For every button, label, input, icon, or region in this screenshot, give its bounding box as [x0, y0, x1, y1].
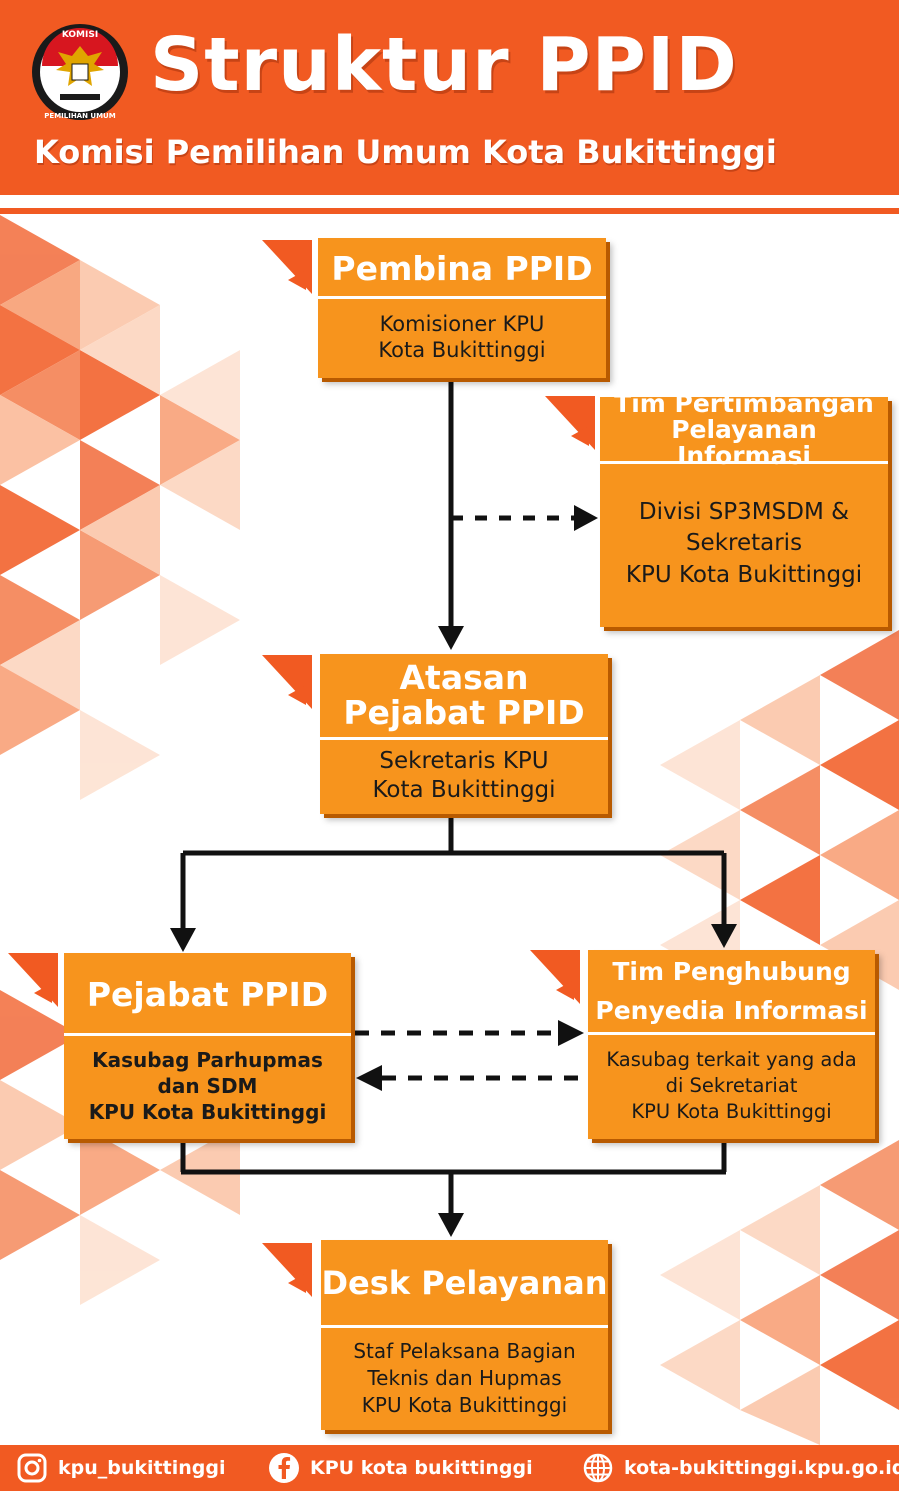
atasan-body-line: Kota Bukittinggi — [372, 777, 556, 803]
pejabat-title: Pejabat PPID — [86, 974, 329, 1014]
box-title: Atasan Pejabat PPID — [320, 658, 608, 734]
box-body: Kasubag Parhupmas dan SDM KPU Kota Bukit… — [64, 1039, 351, 1133]
arrowhead-dashed-left — [356, 1065, 382, 1091]
box-divider — [320, 737, 608, 740]
pembina-title: Pembina PPID — [331, 248, 593, 288]
instagram-handle: kpu_bukittinggi — [58, 1457, 226, 1479]
atasan-title-line: Pejabat PPID — [343, 693, 585, 732]
arrowhead-dashed-right — [558, 1020, 584, 1046]
tim-pertimbangan-body-line: Divisi SP3MSDM & — [638, 499, 850, 526]
logo-text-bottom: PEMILIHAN UMUM — [44, 112, 115, 120]
tim-pertimbangan-title-line: Tim Pertimbangan — [614, 388, 874, 418]
instagram-icon — [17, 1453, 47, 1483]
tim-penghubung-title-line: Penyedia Informasi — [595, 996, 868, 1025]
box-body: Staf Pelaksana Bagian Teknis dan Hupmas … — [321, 1331, 608, 1425]
box-pembina-ppid: Pembina PPID Komisioner KPU Kota Bukitti… — [318, 238, 606, 378]
tim-penghubung-body-line: Kasubag terkait yang ada — [606, 1047, 857, 1071]
corner-accent-icon — [530, 950, 580, 1004]
pejabat-body-line: Kasubag Parhupmas — [92, 1048, 323, 1072]
box-desk-pelayanan: Desk Pelayanan Staf Pelaksana Bagian Tek… — [321, 1240, 608, 1430]
header-banner — [0, 0, 899, 195]
pembina-body-line: Kota Bukittinggi — [378, 338, 546, 362]
footer-website[interactable]: kota-bukittinggi.kpu.go.id — [582, 1445, 899, 1491]
box-divider — [318, 296, 606, 299]
page-subtitle: Komisi Pemilihan Umum Kota Bukittinggi — [34, 133, 777, 171]
arrowhead-tim-penghubung — [711, 924, 737, 948]
garuda-logo-icon: KOMISI PEMILIHAN UMUM — [32, 24, 128, 120]
website-url: kota-bukittinggi.kpu.go.id — [624, 1457, 899, 1479]
tim-penghubung-body-line: di Sekretariat — [665, 1073, 798, 1097]
header-divider — [0, 208, 899, 214]
box-title: Pembina PPID — [318, 244, 606, 294]
atasan-body-line: Sekretaris KPU — [379, 748, 549, 775]
box-body: Kasubag terkait yang ada di Sekretariat … — [588, 1038, 875, 1134]
tim-pertimbangan-title-line: Pelayanan Informasi — [671, 414, 817, 471]
arrowhead-pejabat — [170, 928, 196, 952]
pejabat-body-line: dan SDM — [157, 1074, 258, 1098]
facebook-page: KPU kota bukittinggi — [310, 1457, 533, 1479]
facebook-icon — [269, 1453, 299, 1483]
desk-title: Desk Pelayanan — [321, 1264, 608, 1303]
footer-facebook[interactable]: KPU kota bukittinggi — [268, 1445, 533, 1491]
box-tim-penghubung: Tim Penghubung Penyedia Informasi Kasuba… — [588, 950, 875, 1139]
corner-accent-icon — [262, 655, 312, 709]
box-pejabat-ppid: Pejabat PPID Kasubag Parhupmas dan SDM K… — [64, 953, 351, 1139]
box-body: Komisioner KPU Kota Bukittinggi — [318, 300, 606, 374]
tim-pertimbangan-body-line: Sekretaris — [685, 530, 803, 557]
pejabat-body-line: KPU Kota Bukittinggi — [88, 1100, 327, 1124]
box-atasan-pejabat-ppid: Atasan Pejabat PPID Sekretaris KPU Kota … — [320, 654, 608, 814]
box-divider — [64, 1033, 351, 1036]
corner-accent-icon — [262, 240, 312, 294]
box-title: Desk Pelayanan — [321, 1246, 608, 1322]
footer-bar: kpu_bukittinggi KPU kota bukittinggi kot… — [0, 1445, 899, 1491]
box-title: Tim Penghubung Penyedia Informasi — [588, 954, 875, 1030]
desk-body-line: Teknis dan Hupmas — [367, 1365, 562, 1390]
arrowhead-atasan — [438, 626, 464, 650]
corner-accent-icon — [262, 1243, 312, 1297]
corner-accent-icon — [8, 953, 58, 1007]
pembina-body-line: Komisioner KPU — [379, 311, 545, 336]
box-body: Sekretaris KPU Kota Bukittinggi — [320, 741, 608, 811]
box-title: Tim Pertimbangan Pelayanan Informasi — [600, 390, 888, 469]
logo-text-top: KOMISI — [62, 30, 98, 40]
atasan-title-line: Atasan — [399, 658, 529, 698]
corner-accent-icon — [545, 396, 595, 450]
footer-instagram[interactable]: kpu_bukittinggi — [16, 1445, 225, 1491]
box-divider — [600, 461, 888, 464]
tim-penghubung-title-line: Tim Penghubung — [612, 957, 851, 987]
box-divider — [321, 1325, 608, 1328]
desk-body-line: Staf Pelaksana Bagian — [353, 1338, 576, 1363]
arrowhead-desk — [438, 1213, 464, 1237]
arrowhead-tim-pertimbangan — [574, 505, 598, 531]
box-body: Divisi SP3MSDM & Sekretaris KPU Kota Buk… — [600, 467, 888, 621]
globe-icon — [583, 1453, 613, 1483]
box-title: Pejabat PPID — [64, 959, 351, 1031]
desk-body-line: KPU Kota Bukittinggi — [361, 1392, 568, 1417]
page-title: Struktur PPID — [150, 22, 738, 108]
tim-pertimbangan-body-line: KPU Kota Bukittinggi — [625, 561, 863, 588]
tim-penghubung-body-line: KPU Kota Bukittinggi — [631, 1100, 832, 1124]
box-divider — [588, 1032, 875, 1035]
box-tim-pertimbangan: Tim Pertimbangan Pelayanan Informasi Div… — [600, 390, 888, 627]
